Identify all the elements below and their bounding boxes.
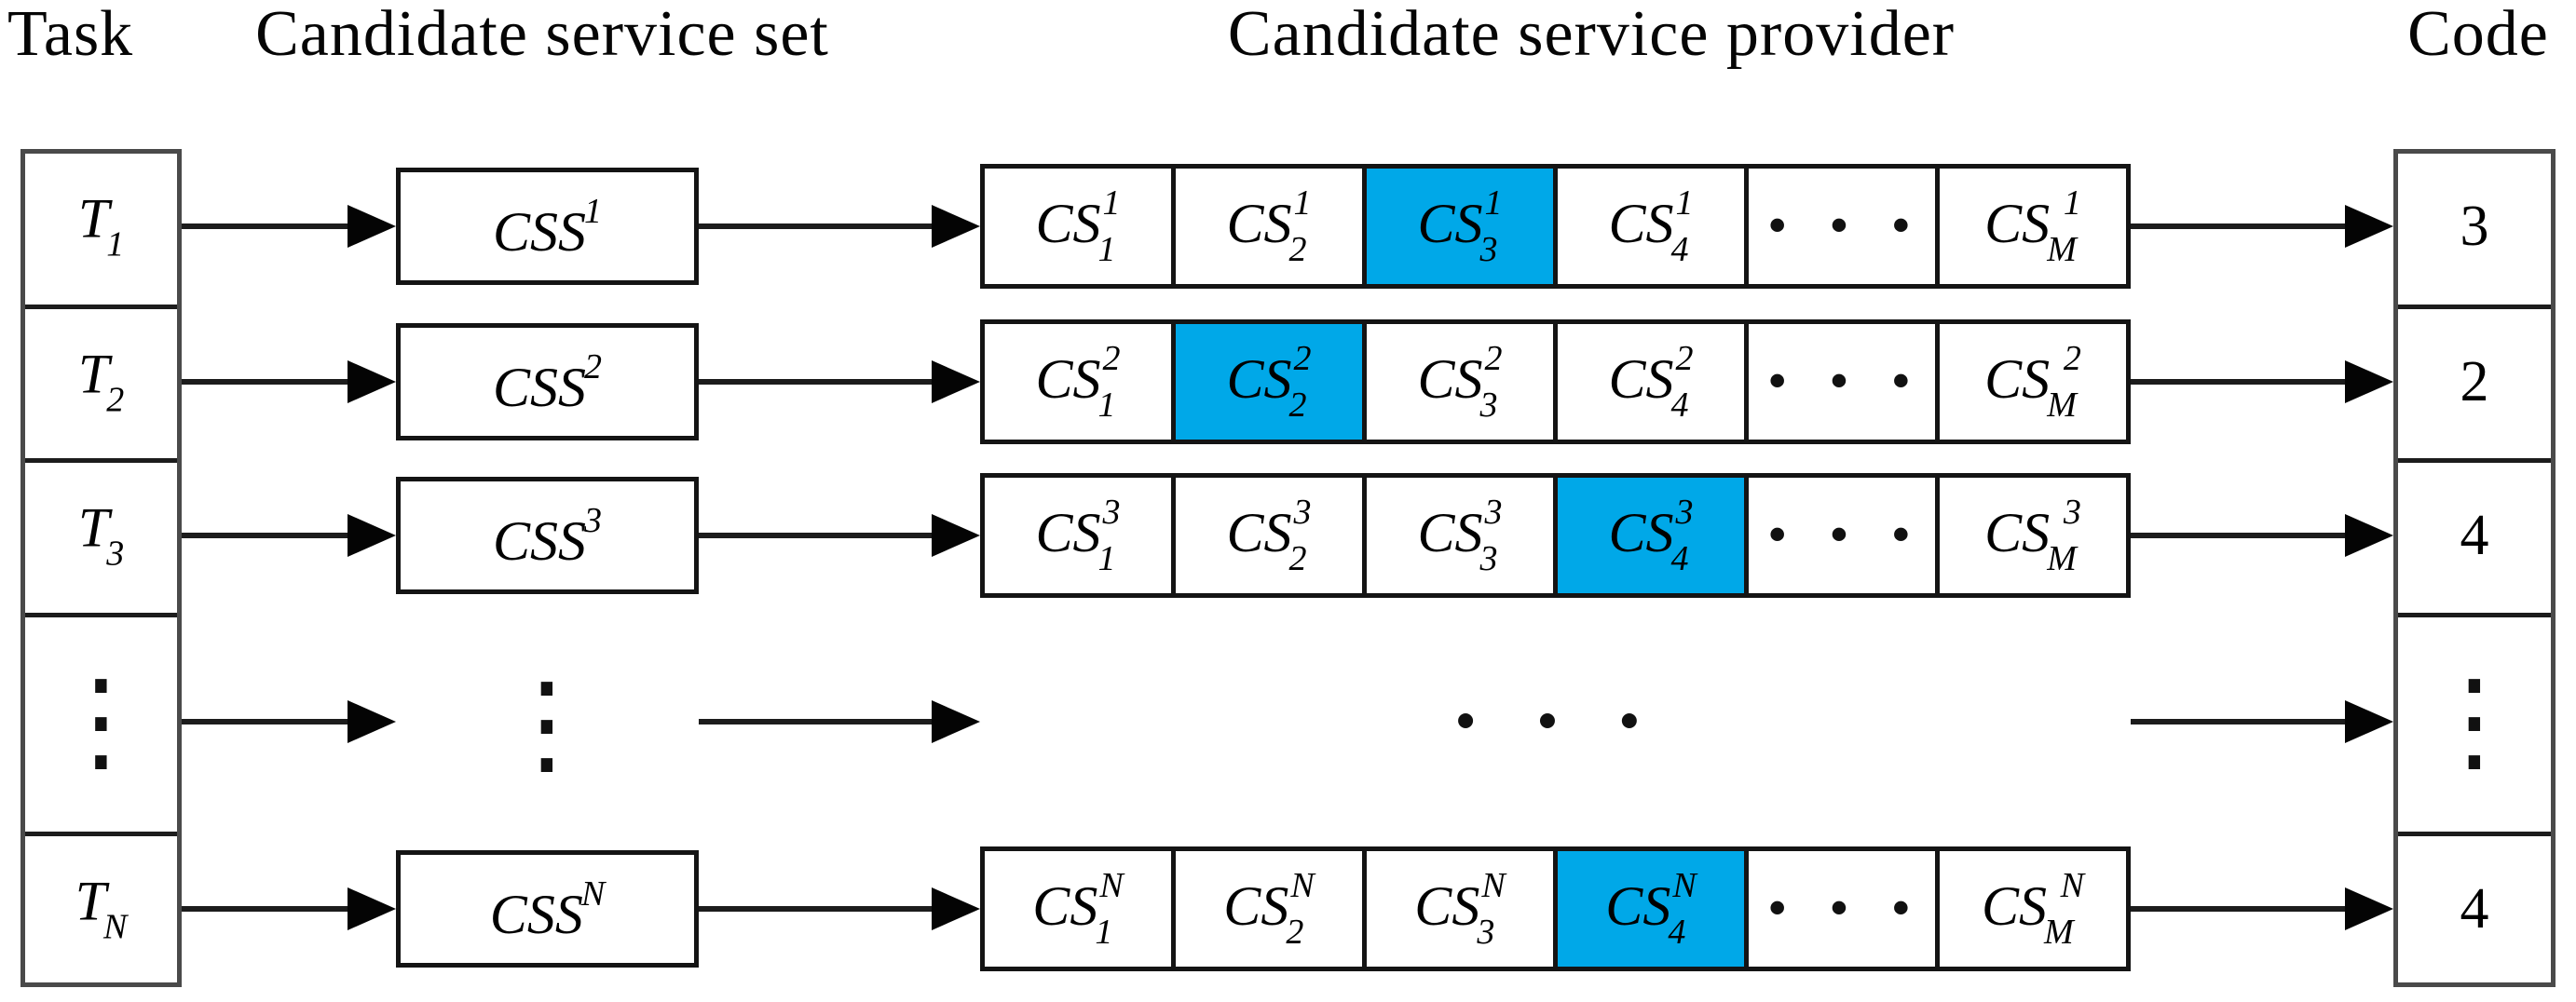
provider-cell: CS23: [1171, 478, 1362, 593]
provider-ellipsis-cell: · · ·: [1744, 851, 1935, 967]
arrow-head: [932, 205, 980, 248]
provider-cell: CS3N: [1362, 851, 1553, 967]
provider-ellipsis-cell: · · ·: [1744, 478, 1935, 593]
provider-row-ellipsis: · · ·: [1452, 674, 1656, 768]
arrow-shaft: [2131, 533, 2349, 538]
provider-strip: CS11 CS21 CS31 CS41 · · · CSM1: [980, 164, 2131, 289]
arrow-shaft: [182, 906, 351, 912]
header-task: Task: [7, 0, 134, 70]
candidate-set-box: CSS1: [396, 168, 699, 285]
provider-ellipsis-cell: · · ·: [1744, 169, 1935, 284]
arrow-shaft: [182, 719, 351, 724]
selected-provider-cell: CS43: [1553, 478, 1744, 593]
arrow-shaft: [2131, 379, 2349, 385]
provider-cell: CSM1: [1935, 169, 2126, 284]
arrow-head: [2345, 205, 2393, 248]
arrow-shaft: [699, 719, 935, 724]
arrow-head: [348, 887, 396, 930]
provider-cell: CS42: [1553, 324, 1744, 440]
selected-provider-cell: CS22: [1171, 324, 1362, 440]
arrow-shaft: [699, 906, 935, 912]
task-column: T1 T2 T3 ⋮ TN: [20, 149, 182, 987]
divider: [25, 458, 177, 463]
provider-cell: CS32: [1362, 324, 1553, 440]
provider-cell: CS12: [985, 324, 1171, 440]
arrow-shaft: [699, 223, 935, 229]
provider-cell: CS1N: [985, 851, 1171, 967]
arrow-shaft: [2131, 906, 2349, 912]
candidate-set-box: CSS3: [396, 477, 699, 594]
provider-cell: CSMN: [1935, 851, 2126, 967]
arrow-shaft: [699, 379, 935, 385]
provider-cell: CSM3: [1935, 478, 2126, 593]
divider: [25, 832, 177, 836]
divider: [25, 305, 177, 309]
provider-cell: CS2N: [1171, 851, 1362, 967]
arrow-shaft: [182, 379, 351, 385]
provider-cell: CS41: [1553, 169, 1744, 284]
arrow-shaft: [182, 533, 351, 538]
provider-cell: CS33: [1362, 478, 1553, 593]
divider: [2398, 613, 2551, 617]
provider-cell: CSM2: [1935, 324, 2126, 440]
arrow-head: [2345, 514, 2393, 557]
task-ellipsis: ⋮: [45, 657, 157, 786]
arrow-head: [348, 360, 396, 403]
arrow-shaft: [2131, 719, 2349, 724]
divider: [25, 613, 177, 617]
arrow-shaft: [182, 223, 351, 229]
set-ellipsis: ⋮: [491, 659, 603, 789]
provider-ellipsis-cell: · · ·: [1744, 324, 1935, 440]
candidate-set-box: CSSN: [396, 850, 699, 968]
task-label: T2: [77, 343, 125, 420]
task-label: T1: [77, 187, 125, 264]
arrow-shaft: [2131, 223, 2349, 229]
arrow-head: [2345, 887, 2393, 930]
provider-strip: CS13 CS23 CS33 CS43 · · · CSM3: [980, 473, 2131, 598]
arrow-head: [932, 700, 980, 743]
provider-cell: CS21: [1171, 169, 1362, 284]
arrow-head: [348, 514, 396, 557]
arrow-head: [348, 700, 396, 743]
provider-cell: CS11: [985, 169, 1171, 284]
arrow-head: [932, 360, 980, 403]
arrow-head: [932, 887, 980, 930]
task-label: T3: [77, 496, 125, 574]
code-value: 2: [2460, 350, 2489, 413]
header-candidate-service-set: Candidate service set: [255, 0, 829, 70]
provider-cell: CS13: [985, 478, 1171, 593]
code-ellipsis: ⋮: [2419, 657, 2530, 786]
selected-provider-cell: CS31: [1362, 169, 1553, 284]
arrow-head: [2345, 360, 2393, 403]
arrow-shaft: [699, 533, 935, 538]
provider-strip: CS12 CS22 CS32 CS42 · · · CSM2: [980, 319, 2131, 444]
divider: [2398, 305, 2551, 309]
code-value: 3: [2460, 195, 2489, 258]
selected-provider-cell: CS4N: [1553, 851, 1744, 967]
code-value: 4: [2460, 504, 2489, 567]
arrow-head: [932, 514, 980, 557]
code-value: 4: [2460, 877, 2489, 941]
header-candidate-service-provider: Candidate service provider: [1227, 0, 1956, 70]
provider-strip: CS1N CS2N CS3N CS4N · · · CSMN: [980, 846, 2131, 971]
divider: [2398, 832, 2551, 836]
candidate-set-box: CSS2: [396, 323, 699, 440]
task-label: TN: [75, 870, 128, 947]
arrow-head: [348, 205, 396, 248]
code-column: 3 2 4 ⋮ 4: [2393, 149, 2556, 987]
divider: [2398, 458, 2551, 463]
arrow-head: [2345, 700, 2393, 743]
header-code: Code: [2407, 0, 2549, 70]
